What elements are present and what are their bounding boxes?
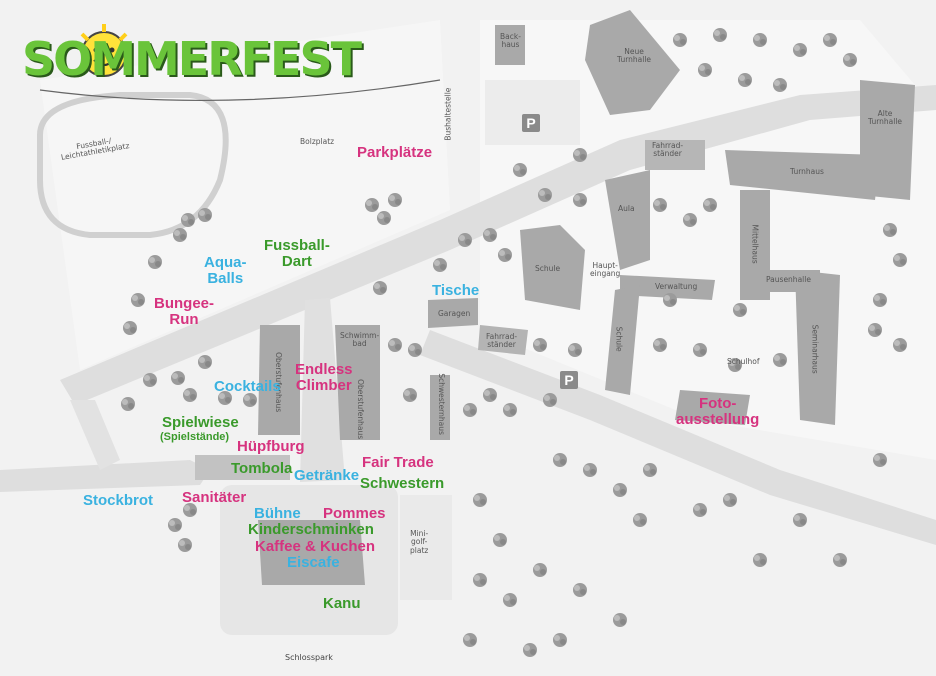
event-kanu: Kanu xyxy=(323,595,361,612)
parking-sign-1: P xyxy=(522,114,540,132)
schwesternhaus-building xyxy=(430,375,450,440)
left-meadow xyxy=(40,20,450,370)
place-verwaltung: Verwaltung xyxy=(655,282,698,291)
event-parkplaetze: Parkplätze xyxy=(357,144,433,161)
event-aqua-balls: Aqua- Balls xyxy=(204,254,247,287)
event-tische: Tische xyxy=(432,282,480,299)
place-fahrradstaender-1: Fahrrad- ständer xyxy=(652,141,684,159)
place-backhaus: Back- haus xyxy=(500,32,521,50)
event-endless-climber: Endless Climber xyxy=(295,361,353,394)
logo-text: SOMMERFEST xyxy=(22,32,362,86)
south-road xyxy=(420,330,936,545)
place-pausenhalle: Pausenhalle xyxy=(766,275,811,284)
place-turnhaus: Turnhaus xyxy=(790,167,824,176)
parking-sign-2: P xyxy=(560,371,578,389)
sommerfest-logo: SOMMERFEST xyxy=(22,22,452,112)
event-sanitaeter: Sanitäter xyxy=(182,489,247,506)
place-schulhof: Schulhof xyxy=(727,357,760,366)
event-kinderschminken: Kinderschminken xyxy=(248,521,374,538)
place-haupteingang: Haupt- eingang xyxy=(590,261,621,279)
fahrradstaender-building xyxy=(645,140,705,170)
backhaus-building xyxy=(495,25,525,65)
bunting-line xyxy=(39,79,441,102)
neue-turnhalle-building xyxy=(585,10,680,115)
alte-turnhalle-building xyxy=(860,80,915,200)
foto-building xyxy=(675,390,750,425)
fahrradstaender-building-2 xyxy=(478,325,528,355)
main-road xyxy=(60,85,936,405)
oberstufenhaus-building-1 xyxy=(258,325,300,435)
place-schlosspark: Schlosspark xyxy=(285,653,333,662)
turnhaus-building xyxy=(725,150,880,200)
tombola-area xyxy=(195,455,290,480)
schule-building-1 xyxy=(520,225,585,310)
event-stockbrot: Stockbrot xyxy=(83,492,154,509)
oberstufenhaus-building-2 xyxy=(335,325,380,440)
parking-lot xyxy=(485,80,580,145)
schule-building-2 xyxy=(605,285,640,395)
place-aula: Aula xyxy=(618,204,635,213)
place-mittelhaus: Mittelhaus xyxy=(750,224,760,264)
verwaltung-building xyxy=(620,275,715,300)
place-schwesternhaus: Schwesternhaus xyxy=(436,373,446,435)
event-tombola: Tombola xyxy=(231,460,293,477)
aula-building xyxy=(605,170,650,270)
place-minigolfplatz: Mini- golf- platz xyxy=(410,529,429,555)
place-neue-turnhalle: Neue Turnhalle xyxy=(617,47,652,65)
place-alte-turnhalle: Alte Turnhalle xyxy=(868,109,903,127)
garagen-building xyxy=(428,298,478,328)
place-bushaltestelle: Bushaltestelle xyxy=(443,87,453,141)
event-pommes: Pommes xyxy=(323,505,386,522)
central-path xyxy=(300,298,345,482)
place-garagen: Garagen xyxy=(438,309,471,318)
event-getraenke: Getränke xyxy=(294,467,360,484)
place-fahrradstaender-2: Fahrrad- ständer xyxy=(486,332,518,350)
event-fussball-dart: Fussball- Dart xyxy=(264,237,330,270)
seminarhaus-building xyxy=(795,270,840,425)
sun-icon xyxy=(80,24,128,77)
minigolf-area xyxy=(400,495,452,600)
place-schwimmbad: Schwimm- bad xyxy=(340,331,380,349)
event-cocktails: Cocktails xyxy=(214,378,281,395)
place-schule-2: Schule xyxy=(614,326,624,352)
event-buehne: Bühne xyxy=(254,505,301,522)
event-spielstaende: (Spielstände) xyxy=(160,431,230,443)
buehne-building xyxy=(258,520,365,585)
event-kaffee-kuchen: Kaffee & Kuchen xyxy=(255,538,376,555)
event-huepfburg: Hüpfburg xyxy=(237,438,305,455)
athletics-track xyxy=(37,92,229,238)
event-eiscafe: Eiscafe xyxy=(287,554,340,571)
event-foto-ausstellung: Foto- ausstellung xyxy=(676,395,760,428)
west-road xyxy=(0,460,210,492)
event-bungee-run: Bungee- Run xyxy=(154,295,214,328)
place-schule-1: Schule xyxy=(535,264,561,273)
place-bolzplatz: Bolzplatz xyxy=(300,137,335,146)
event-schwestern: Schwestern xyxy=(360,475,445,492)
place-oberstufenhaus-2: Oberstufenhaus xyxy=(356,379,366,440)
event-spielwiese: Spielwiese xyxy=(162,414,239,431)
event-fair-trade: Fair Trade xyxy=(362,454,434,471)
place-seminarhaus: Seminarhaus xyxy=(810,324,820,374)
